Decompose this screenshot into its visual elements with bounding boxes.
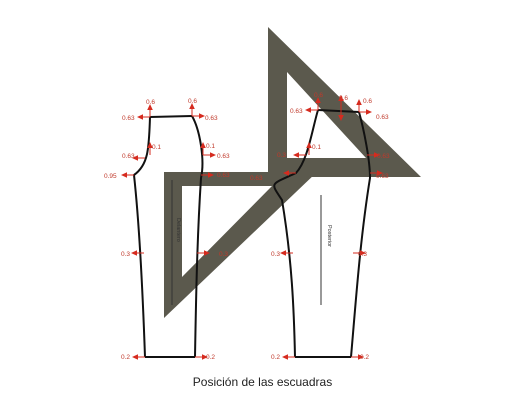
grading-markers [121, 95, 383, 360]
large-set-square-body [268, 27, 421, 177]
back-label-top-right: 0.6 [363, 98, 372, 105]
back-label-hem-left: 0.2 [271, 354, 280, 361]
back-label-hem-right: 0.2 [360, 354, 369, 361]
grading-arrow-head [358, 354, 364, 360]
grading-arrow-head [283, 170, 289, 176]
front-label-hip-right: 0.63 [217, 172, 230, 179]
front-label-shoulder-right: 0.63 [205, 115, 218, 122]
front-label-hem-left: 0.2 [121, 354, 130, 361]
front-label-top-left: 0.6 [146, 99, 155, 106]
front-piece-right-side [191, 115, 204, 358]
back-label-knee-left: 0.3 [271, 251, 280, 258]
grading-arrow-head [208, 172, 214, 178]
grading-arrow-head [121, 172, 127, 178]
front-grading-labels: 0.6 0.6 0.63 0.63 0.63 0.1 0.1 0.63 0.95… [104, 98, 230, 361]
grading-arrow-head [306, 142, 312, 148]
back-piece-top-edge [317, 109, 360, 113]
back-label-top-mid: 0.6 [339, 95, 348, 102]
grading-arrow-head [338, 95, 344, 101]
front-piece-left-side [132, 116, 151, 358]
back-piece [273, 109, 372, 358]
grading-arrow-head [374, 152, 380, 158]
grading-arrow-head [366, 109, 372, 115]
large-set-square [268, 27, 421, 177]
grading-arrow-head [293, 152, 299, 158]
grading-arrow-head [147, 142, 153, 148]
small-set-square-body [164, 172, 317, 318]
grading-arrow-head [315, 97, 321, 103]
back-piece-label: Posterior [326, 225, 332, 247]
front-piece-label: Delantero [175, 218, 181, 242]
front-label-hip-left: 0.95 [104, 173, 117, 180]
grading-arrow-head [282, 354, 288, 360]
back-label-shoulder-right: 0.63 [376, 114, 389, 121]
back-label-hip-right: 0.63 [376, 173, 389, 180]
grading-arrow-head [200, 142, 206, 148]
back-label-top-left: 0.6 [314, 92, 323, 99]
front-label-top-right: 0.6 [188, 98, 197, 105]
grading-arrow-head [189, 103, 195, 109]
back-label-mid-left: 0.3 [277, 152, 286, 159]
front-label-mid-inner-left: 0.1 [152, 144, 161, 151]
grading-arrow-head [305, 107, 311, 113]
front-label-mid-left: 0.63 [122, 153, 135, 160]
back-grading-labels: 0.6 0.6 0.6 0.63 0.63 0.3 0.1 0.63 0.63 … [250, 92, 390, 361]
back-label-mid-right: 0.63 [377, 153, 390, 160]
front-label-mid-right: 0.63 [217, 153, 230, 160]
grading-arrow-head [131, 250, 137, 256]
back-label-hip-left: 0.63 [250, 175, 263, 182]
front-label-knee-right: 0.3 [219, 251, 228, 258]
grading-arrow-head [199, 113, 205, 119]
grading-arrow-head [132, 354, 138, 360]
small-set-square [164, 172, 317, 318]
grading-arrow-head [356, 99, 362, 105]
back-label-knee-right: 0.3 [358, 251, 367, 258]
grading-arrow-head [360, 250, 366, 256]
grading-arrow-head [132, 155, 138, 161]
figure-caption: Posición de las escuadras [192, 375, 333, 389]
front-label-knee-left: 0.3 [121, 251, 130, 258]
back-piece-right-side [350, 111, 372, 358]
grading-arrow-head [202, 354, 208, 360]
back-label-shoulder-left: 0.63 [290, 108, 303, 115]
grading-arrow-head [137, 114, 143, 120]
front-label-mid-inner-right: 0.1 [206, 143, 215, 150]
grading-arrow-head [210, 152, 216, 158]
grading-arrow-head [147, 104, 153, 110]
grading-arrow-head [338, 115, 344, 121]
back-label-mid-inner: 0.1 [312, 144, 321, 151]
grading-arrow-head [204, 250, 210, 256]
front-label-hem-right: 0.2 [206, 354, 215, 361]
front-label-shoulder-left: 0.63 [122, 115, 135, 122]
grading-arrow-head [377, 170, 383, 176]
grading-arrow-head [280, 250, 286, 256]
front-piece-top-edge [149, 115, 193, 118]
